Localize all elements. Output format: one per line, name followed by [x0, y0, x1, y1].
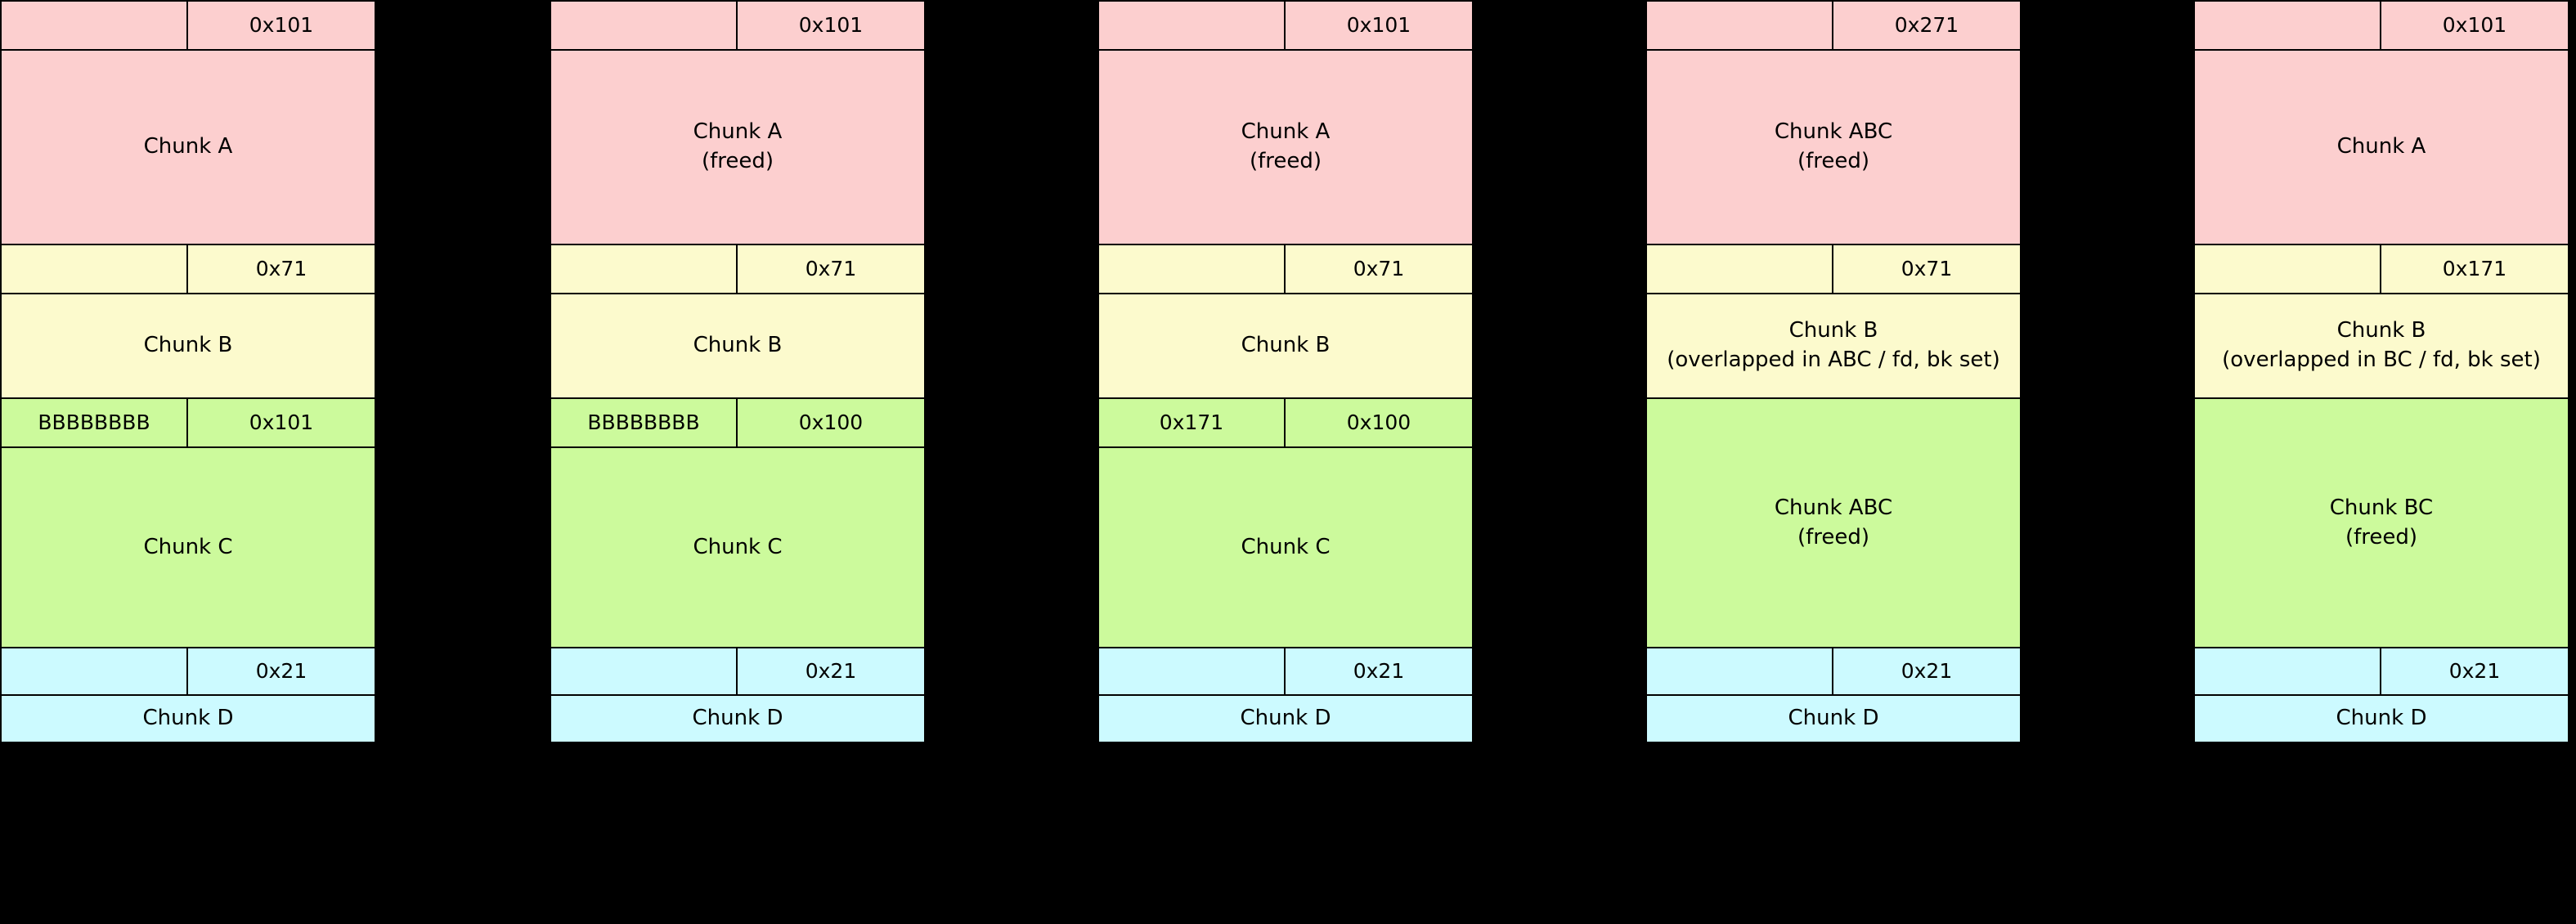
- header-prev-size-cell: [1647, 648, 1833, 694]
- header-prev-size-cell: [2, 245, 188, 293]
- header-prev-size-cell: [1099, 245, 1286, 293]
- chunk-header-row-chunk-d: 0x21: [0, 647, 376, 696]
- chunk-header-row-chunk-a: 0x101: [550, 0, 926, 51]
- header-size-cell: 0x21: [255, 659, 307, 684]
- chunk-body-label: Chunk B: [1241, 333, 1331, 358]
- chunk-header-row-chunk-c: BBBBBBBB 0x101: [0, 397, 376, 448]
- chunk-body-chunk-d: Chunk D: [0, 694, 376, 743]
- header-prev-size-cell: [1647, 2, 1833, 49]
- chunk-body-chunk-c: Chunk C: [550, 446, 926, 648]
- chunk-body-chunk-b: Chunk B (overlapped in BC / fd, bk set): [2193, 293, 2569, 399]
- header-size-cell: 0x71: [1353, 257, 1405, 281]
- chunk-body-label: Chunk B: [693, 333, 783, 358]
- chunk-body-label: Chunk B: [143, 333, 233, 358]
- chunk-body-chunk-b: Chunk B: [550, 293, 926, 399]
- header-size-cell: 0x100: [1346, 410, 1411, 435]
- chunk-body-label: Chunk A: [2336, 134, 2426, 159]
- chunk-body-label: Chunk C: [143, 534, 233, 559]
- header-prev-size-cell: BBBBBBBB: [551, 399, 738, 446]
- chunk-body-chunk-d: Chunk D: [2193, 694, 2569, 743]
- header-size-cell: 0x271: [1894, 13, 1959, 38]
- chunk-body-label: Chunk A (freed): [1241, 119, 1331, 173]
- header-size-cell: 0x21: [1353, 659, 1405, 684]
- chunk-body-label: Chunk D: [1240, 706, 1331, 731]
- chunk-body-label: Chunk B (overlapped in ABC / fd, bk set): [1667, 318, 2000, 372]
- header-size-cell: 0x171: [2442, 257, 2507, 281]
- chunk-body-label: Chunk ABC (freed): [1774, 495, 1893, 549]
- chunk-body-chunk-b: Chunk B: [1097, 293, 1474, 399]
- header-size-cell: 0x101: [2442, 13, 2507, 38]
- chunk-header-row-chunk-b: 0x171: [2193, 244, 2569, 294]
- chunk-body-chunk-d: Chunk D: [550, 694, 926, 743]
- chunk-header-row-chunk-d: 0x21: [1097, 647, 1474, 696]
- chunk-body-chunk-c: Chunk C: [1097, 446, 1474, 648]
- chunk-body-label: Chunk C: [693, 534, 783, 559]
- chunk-body-chunk-c: Chunk C: [0, 446, 376, 648]
- chunk-header-row-chunk-d: 0x21: [1645, 647, 2022, 696]
- chunk-body-label: Chunk A (freed): [693, 119, 783, 173]
- chunk-body-chunk-a: Chunk A: [0, 49, 376, 245]
- header-prev-size-cell: [551, 245, 738, 293]
- chunk-body-chunk-a: Chunk A (freed): [1097, 49, 1474, 245]
- chunk-header-row-chunk-c: 0x171 0x100: [1097, 397, 1474, 448]
- chunk-body-chunk-b: Chunk B: [0, 293, 376, 399]
- chunk-body-label: Chunk D: [692, 706, 783, 731]
- header-prev-size-cell: [2, 648, 188, 694]
- chunk-header-row-chunk-b: 0x71: [1097, 244, 1474, 294]
- chunk-body-chunk-a: Chunk A: [2193, 49, 2569, 245]
- chunk-header-row-chunk-a: 0x101: [1097, 0, 1474, 51]
- chunk-body-chunk-d: Chunk D: [1645, 694, 2022, 743]
- chunk-body-chunk-c: Chunk BC (freed): [2193, 397, 2569, 648]
- header-prev-size-cell: [551, 2, 738, 49]
- chunk-body-label: Chunk D: [142, 706, 234, 731]
- header-prev-size-cell: [1099, 648, 1286, 694]
- header-prev-size-cell: [2195, 245, 2381, 293]
- chunk-body-chunk-b: Chunk B (overlapped in ABC / fd, bk set): [1645, 293, 2022, 399]
- header-prev-size-cell: 0x171: [1099, 399, 1286, 446]
- chunk-body-chunk-d: Chunk D: [1097, 694, 1474, 743]
- chunk-body-chunk-a: Chunk A (freed): [550, 49, 926, 245]
- chunk-body-label: Chunk B (overlapped in BC / fd, bk set): [2222, 318, 2541, 372]
- chunk-header-row-chunk-a: 0x271: [1645, 0, 2022, 51]
- header-prev-size-cell: [551, 648, 738, 694]
- chunk-body-chunk-a: Chunk ABC (freed): [1645, 49, 2022, 245]
- chunk-header-row-chunk-a: 0x101: [2193, 0, 2569, 51]
- chunk-body-label: Chunk C: [1241, 534, 1331, 559]
- chunk-header-row-chunk-b: 0x71: [550, 244, 926, 294]
- chunk-body-label: Chunk D: [2336, 706, 2427, 731]
- header-size-cell: 0x101: [249, 410, 314, 435]
- chunk-body-label: Chunk BC (freed): [2329, 495, 2434, 549]
- chunk-header-row-chunk-c: BBBBBBBB 0x100: [550, 397, 926, 448]
- chunk-body-label: Chunk D: [1788, 706, 1879, 731]
- header-prev-size-cell: [2195, 2, 2381, 49]
- header-size-cell: 0x21: [2448, 659, 2501, 684]
- chunk-header-row-chunk-d: 0x21: [2193, 647, 2569, 696]
- header-size-cell: 0x21: [1901, 659, 1953, 684]
- header-size-cell: 0x101: [249, 13, 314, 38]
- chunk-header-row-chunk-d: 0x21: [550, 647, 926, 696]
- header-size-cell: 0x21: [805, 659, 857, 684]
- chunk-body-label: Chunk ABC (freed): [1774, 119, 1893, 173]
- chunk-header-row-chunk-b: 0x71: [1645, 244, 2022, 294]
- chunk-header-row-chunk-b: 0x71: [0, 244, 376, 294]
- header-size-cell: 0x71: [1901, 257, 1953, 281]
- header-size-cell: 0x71: [255, 257, 307, 281]
- chunk-body-label: Chunk A: [143, 134, 233, 159]
- header-size-cell: 0x71: [805, 257, 857, 281]
- header-prev-size-cell: [1647, 245, 1833, 293]
- header-prev-size-cell: [2195, 648, 2381, 694]
- chunk-header-row-chunk-a: 0x101: [0, 0, 376, 51]
- header-size-cell: 0x101: [798, 13, 864, 38]
- header-size-cell: 0x101: [1346, 13, 1411, 38]
- header-size-cell: 0x100: [798, 410, 864, 435]
- header-prev-size-cell: [2, 2, 188, 49]
- chunk-body-chunk-c: Chunk ABC (freed): [1645, 397, 2022, 648]
- header-prev-size-cell: [1099, 2, 1286, 49]
- header-prev-size-cell: BBBBBBBB: [2, 399, 188, 446]
